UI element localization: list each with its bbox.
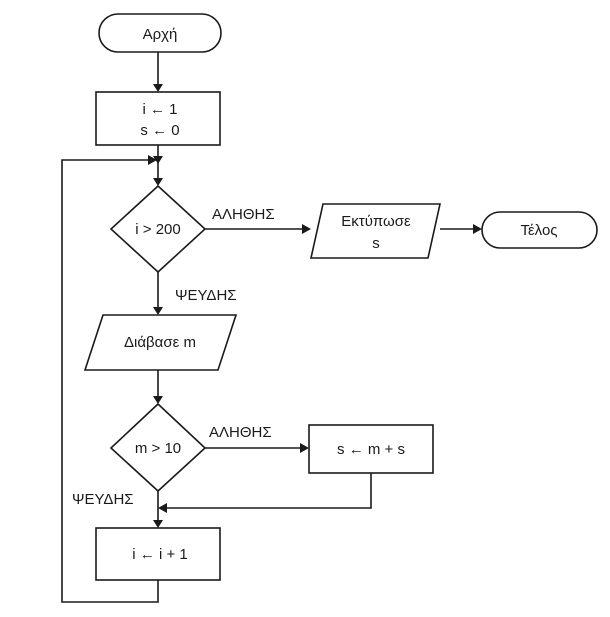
arrowhead-read <box>153 307 163 315</box>
decision2-true-label: ΑΛΗΘΗΣ <box>209 424 272 441</box>
arrowhead-loop <box>148 155 157 165</box>
arrowhead-print <box>302 224 311 234</box>
assign-process-box <box>308 424 434 474</box>
increment-label: i ← i + 1 <box>132 546 187 563</box>
arrowhead-merge-bottom <box>158 503 167 513</box>
arrowhead-increment <box>153 520 163 528</box>
end-label: Τέλος <box>520 222 557 239</box>
print-line2: s <box>372 235 380 252</box>
arrowhead-end <box>473 224 482 234</box>
decision2-false-label: ΨΕΥΔΗΣ <box>72 491 134 508</box>
arrowhead-assign <box>300 443 309 453</box>
end-terminator <box>481 211 598 249</box>
init-line2: s ← 0 <box>140 122 179 139</box>
decision2-label: m > 10 <box>135 440 181 457</box>
arrowhead-init <box>153 84 163 92</box>
read-label: Διάβασε m <box>124 334 196 351</box>
decision2-diamond <box>109 402 207 493</box>
arrowhead-decision2 <box>153 396 163 404</box>
start-label: Αρχή <box>143 26 178 43</box>
decision1-diamond <box>109 184 207 274</box>
print-output-box <box>310 203 441 259</box>
assign-label: s ← m + s <box>337 441 405 458</box>
init-line1: i ← 1 <box>142 101 177 118</box>
decision1-false-label: ΨΕΥΔΗΣ <box>175 287 237 304</box>
arrowhead-decision1 <box>153 178 163 186</box>
edge-assign-to-merge <box>167 473 372 509</box>
arrowhead-merge-top <box>153 156 163 164</box>
start-terminator <box>98 13 222 53</box>
print-line1: Εκτύπωσε <box>341 213 411 230</box>
decision1-true-label: ΑΛΗΘΗΣ <box>212 206 275 223</box>
read-input-box <box>83 314 238 371</box>
decision1-label: i > 200 <box>135 221 180 238</box>
increment-process-box <box>95 527 221 581</box>
edge-loop-back <box>61 159 159 603</box>
init-process-box <box>95 91 221 146</box>
